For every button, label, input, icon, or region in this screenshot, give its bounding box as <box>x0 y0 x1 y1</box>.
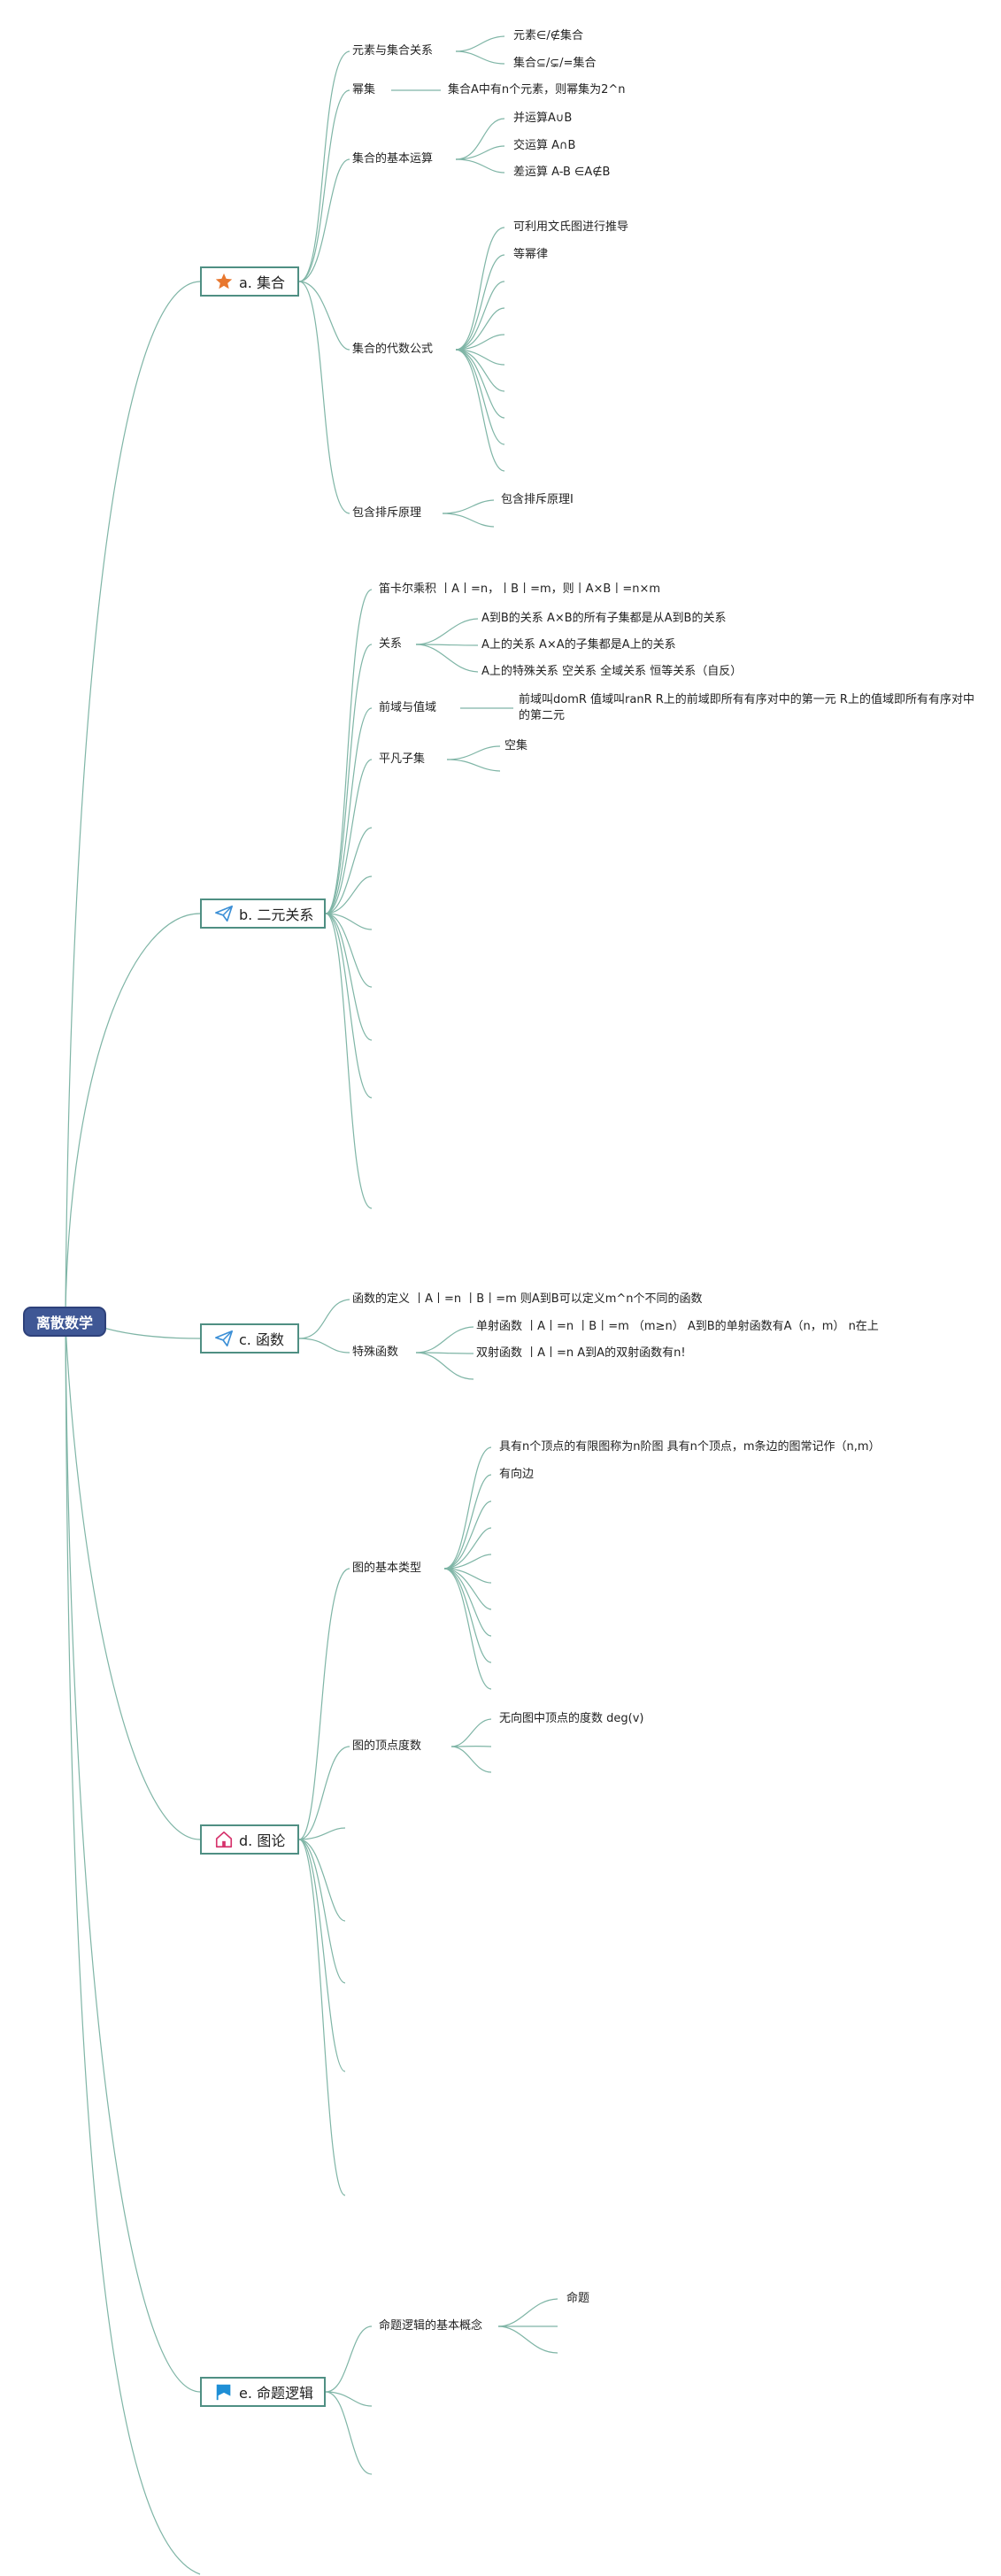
node-difference[interactable]: 差运算 A-B ∈A∉B <box>513 166 611 179</box>
connectors-d <box>298 1446 492 2196</box>
root-node[interactable]: 离散数学 <box>23 1307 106 1337</box>
node-element-membership[interactable]: 元素∈/∉集合 <box>513 29 584 42</box>
topic-binary-relation-label: b. 二元关系 <box>239 906 314 923</box>
node-element-set-relation[interactable]: 元素与集合关系 <box>352 44 434 58</box>
node-function-definition[interactable]: 函数的定义 丨A丨=n 丨B丨=m 则A到B可以定义m^n个不同的函数 <box>352 1292 703 1306</box>
node-trivial-subset[interactable]: 平凡子集 <box>379 752 426 766</box>
node-propositional-basics[interactable]: 命题逻辑的基本概念 <box>379 2319 483 2333</box>
node-undirected-degree[interactable]: 无向图中顶点的度数 deg(v) <box>499 1712 644 1725</box>
topic-propositional-logic[interactable]: e. 命题逻辑 <box>200 2377 326 2407</box>
paper-plane-icon <box>214 1329 234 1348</box>
flag-icon <box>214 2382 234 2402</box>
node-proposition[interactable]: 命题 <box>566 2292 590 2305</box>
topic-binary-relation[interactable]: b. 二元关系 <box>200 899 326 929</box>
topic-function-label: c. 函数 <box>239 1331 284 1348</box>
node-intersection[interactable]: 交运算 A∩B <box>513 139 576 152</box>
node-set-algebra[interactable]: 集合的代数公式 <box>352 343 434 356</box>
node-n-order-graph[interactable]: 具有n个顶点的有限图称为n阶图 具有n个顶点，m条边的图常记作（n,m） <box>499 1440 881 1454</box>
node-idempotent-law[interactable]: 等幂律 <box>513 248 549 261</box>
connectors-e <box>325 2298 558 2475</box>
node-inclusion-exclusion-1[interactable]: 包含排斥原理I <box>501 493 574 506</box>
node-cartesian-product[interactable]: 笛卡尔乘积 丨A丨=n，丨B丨=m，则丨A×B丨=n×m <box>379 582 661 596</box>
topic-propositional-logic-label: e. 命题逻辑 <box>239 2385 314 2402</box>
root-label: 离散数学 <box>35 1315 93 1331</box>
node-set-inclusion[interactable]: 集合⊆/⊊/=集合 <box>513 57 597 70</box>
connectors-b <box>325 589 513 1209</box>
node-relation-on-a[interactable]: A上的关系 A×A的子集都是A上的关系 <box>481 638 676 652</box>
topic-function[interactable]: c. 函数 <box>200 1323 299 1354</box>
topic-set[interactable]: a. 集合 <box>200 266 299 297</box>
node-venn-derivation[interactable]: 可利用文氏图进行推导 <box>513 220 629 234</box>
node-inclusion-exclusion[interactable]: 包含排斥原理 <box>352 506 422 520</box>
topic-graph-theory[interactable]: d. 图论 <box>200 1824 299 1855</box>
node-graph-basic-types[interactable]: 图的基本类型 <box>352 1562 422 1575</box>
paper-plane-icon <box>214 904 234 923</box>
node-domain-range[interactable]: 前域与值域 <box>379 701 437 714</box>
node-relation-a-to-b[interactable]: A到B的关系 A×B的所有子集都是从A到B的关系 <box>481 612 727 625</box>
node-domain-range-detail[interactable]: 前域叫domR 值域叫ranR R上的前域即所有有序对中的第一元 R上的值域即所… <box>519 693 974 722</box>
node-directed-edge[interactable]: 有向边 <box>499 1468 535 1481</box>
node-special-relations[interactable]: A上的特殊关系 空关系 全域关系 恒等关系（自反） <box>481 665 743 678</box>
star-icon <box>214 272 234 291</box>
connectors-a <box>298 35 505 528</box>
node-vertex-degree[interactable]: 图的顶点度数 <box>352 1739 422 1753</box>
node-power-set-count[interactable]: 集合A中有n个元素，则幂集为2^n <box>448 83 626 96</box>
node-relation[interactable]: 关系 <box>379 637 403 651</box>
node-empty-set[interactable]: 空集 <box>504 739 528 752</box>
topic-graph-theory-label: d. 图论 <box>239 1832 286 1849</box>
root-connectors <box>65 281 201 2575</box>
home-icon <box>214 1830 234 1849</box>
node-special-functions[interactable]: 特殊函数 <box>352 1346 399 1359</box>
node-set-basic-ops[interactable]: 集合的基本运算 <box>352 152 434 166</box>
node-injective-function[interactable]: 单射函数 丨A丨=n 丨B丨=m （m≥n） A到B的单射函数有A（n，m） n… <box>476 1320 879 1333</box>
topic-set-label: a. 集合 <box>239 274 285 291</box>
connectors-c <box>298 1299 474 1380</box>
node-bijective-function[interactable]: 双射函数 丨A丨=n A到A的双射函数有n! <box>476 1346 686 1360</box>
node-union[interactable]: 并运算A∪B <box>513 112 573 125</box>
node-power-set[interactable]: 幂集 <box>352 83 376 96</box>
